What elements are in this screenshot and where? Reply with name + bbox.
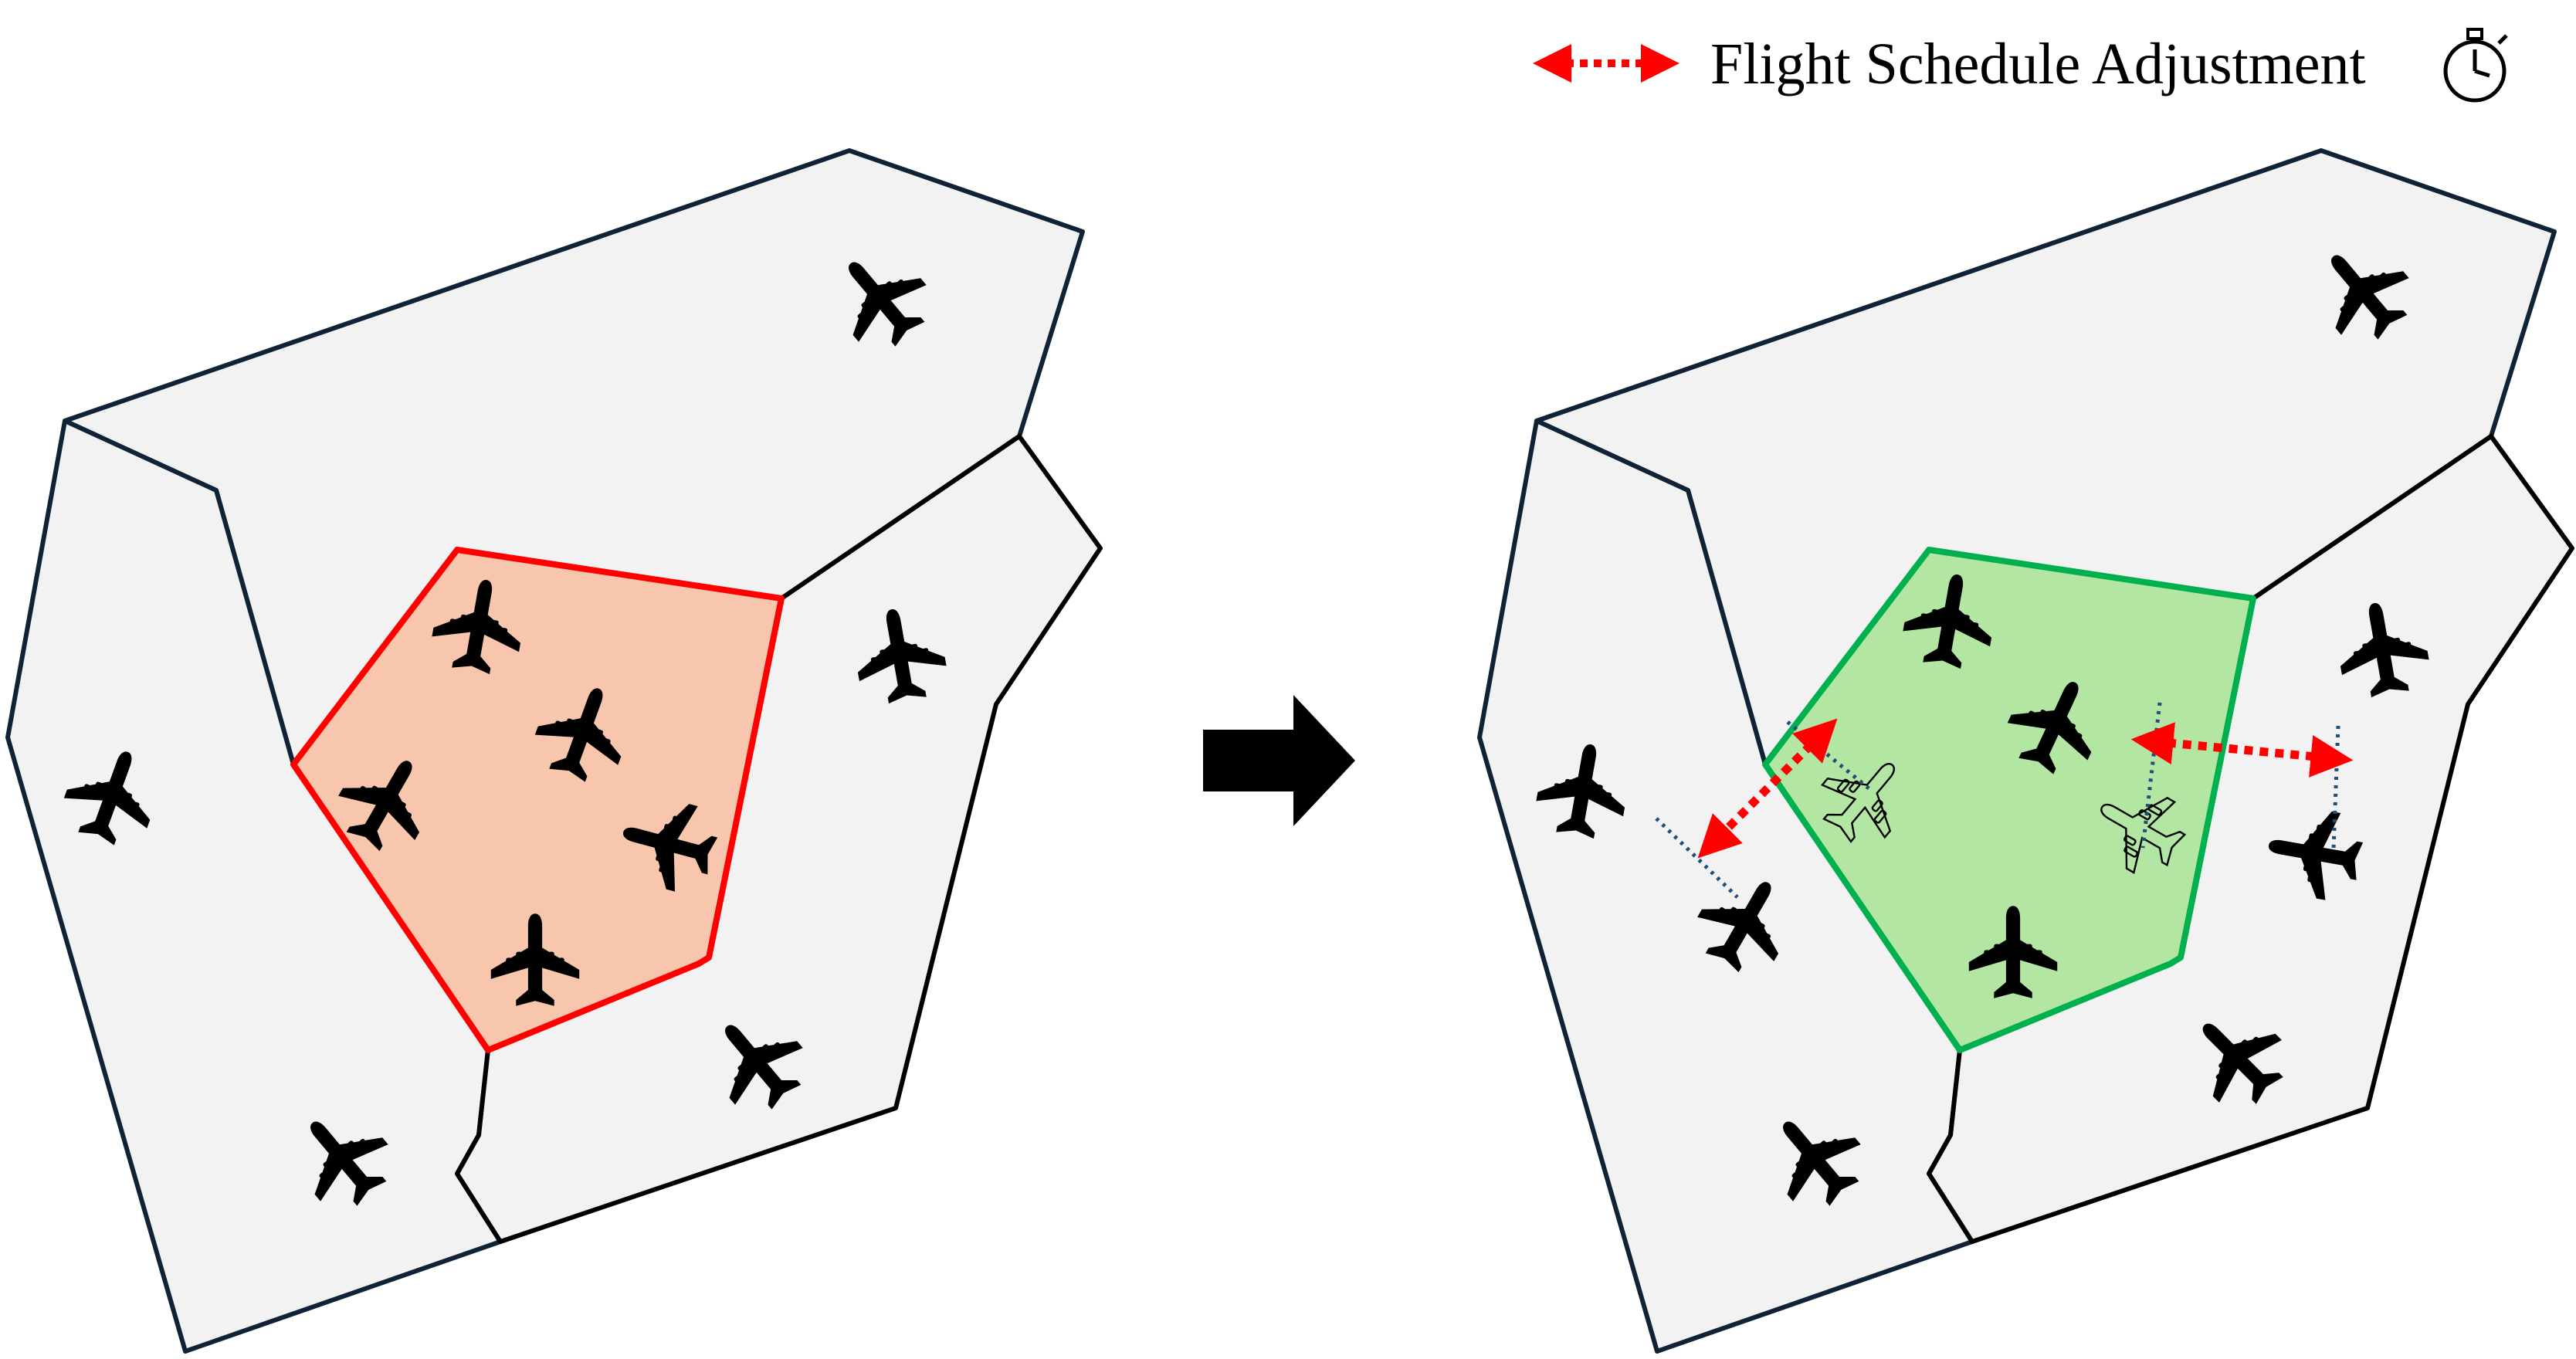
overloaded-sector	[290, 547, 785, 1053]
legend: Flight Schedule Adjustment	[1533, 28, 2508, 103]
legend-label: Flight Schedule Adjustment	[1710, 32, 2366, 97]
right-arrow-icon	[1203, 695, 1355, 826]
trajectory-line	[1655, 817, 1739, 899]
stopwatch-icon	[2443, 28, 2508, 103]
trajectory-line	[2140, 702, 2162, 849]
adjustment-arrow	[1697, 718, 1838, 859]
right-panel	[1477, 148, 2574, 1354]
left-panel	[5, 148, 1103, 1354]
trajectory-line	[2331, 725, 2340, 850]
